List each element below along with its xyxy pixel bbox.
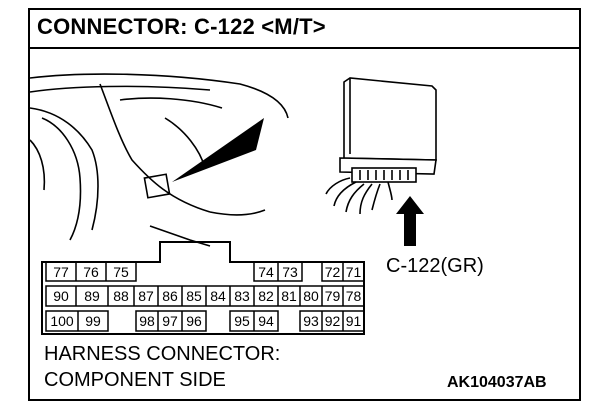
pin-number: 89 — [84, 288, 100, 304]
pin-number: 86 — [162, 288, 178, 304]
pin-number: 96 — [186, 313, 202, 329]
title-divider — [28, 47, 581, 49]
pin-number: 97 — [162, 313, 178, 329]
pin-number: 80 — [303, 288, 319, 304]
dashboard-illustration — [29, 73, 289, 247]
pin-number: 94 — [258, 313, 274, 329]
pin-cells-row2 — [45, 285, 365, 307]
pin-number: 88 — [113, 288, 129, 304]
connector-face — [41, 241, 365, 335]
location-pointer-icon — [172, 118, 264, 182]
pin-number: 81 — [281, 288, 297, 304]
pin-cells-row3 — [45, 310, 365, 332]
pin-number: 87 — [138, 288, 154, 304]
pin-number: 76 — [83, 264, 99, 280]
pin-number: 100 — [50, 313, 74, 329]
pin-number: 90 — [53, 288, 69, 304]
caption-line-1: HARNESS CONNECTOR: — [44, 343, 281, 365]
component-box-illustration — [325, 77, 437, 215]
pin-number: 95 — [234, 313, 250, 329]
pin-cells-row1 — [45, 261, 365, 282]
pin-number: 75 — [113, 264, 129, 280]
pin-number: 71 — [345, 264, 362, 280]
caption-line-2: COMPONENT SIDE — [44, 369, 226, 391]
pin-number: 85 — [186, 288, 202, 304]
pin-number: 83 — [234, 288, 250, 304]
pin-number: 73 — [282, 264, 298, 280]
pin-number: 77 — [53, 264, 69, 280]
pin-number: 74 — [258, 264, 274, 280]
figure-title: CONNECTOR: C-122 <M/T> — [37, 14, 326, 39]
pin-number: 91 — [345, 313, 362, 329]
pin-number: 79 — [324, 288, 341, 304]
pin-number: 82 — [258, 288, 274, 304]
pin-number: 78 — [345, 288, 362, 304]
pin-number: 99 — [85, 313, 101, 329]
pin-number: 72 — [324, 264, 341, 280]
pin-number: 84 — [210, 288, 226, 304]
pin-number: 92 — [324, 313, 341, 329]
up-arrow-icon — [396, 196, 424, 246]
connector-callout-label: C-122(GR) — [386, 255, 484, 277]
figure-code: AK104037AB — [447, 374, 547, 391]
figure-frame — [28, 8, 581, 401]
pin-number: 93 — [303, 313, 319, 329]
pin-number: 98 — [139, 313, 155, 329]
